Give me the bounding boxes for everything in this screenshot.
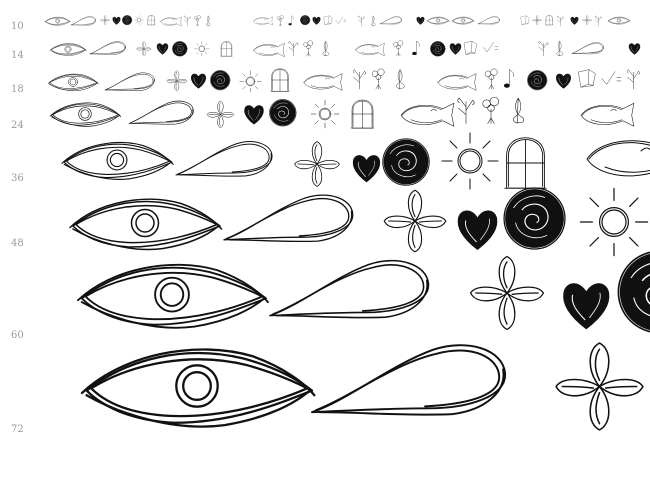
specimen-row-72 xyxy=(80,342,644,431)
specimen-row-18 xyxy=(47,68,640,93)
specimen-row-36 xyxy=(61,132,650,190)
specimen-row-48 xyxy=(69,187,649,257)
size-label-18: 18 xyxy=(11,84,24,95)
size-label-36: 36 xyxy=(11,173,24,184)
size-label-14: 14 xyxy=(11,50,24,61)
size-label-48: 48 xyxy=(11,238,24,249)
specimen-row-60 xyxy=(77,250,650,334)
size-label-10: 10 xyxy=(11,21,24,32)
size-label-24: 24 xyxy=(11,120,24,131)
specimen-row-14 xyxy=(49,40,641,57)
specimen-row-10 xyxy=(44,15,631,27)
size-label-60: 60 xyxy=(11,330,24,341)
size-label-72: 72 xyxy=(11,424,24,435)
specimen-row-24 xyxy=(49,96,635,129)
